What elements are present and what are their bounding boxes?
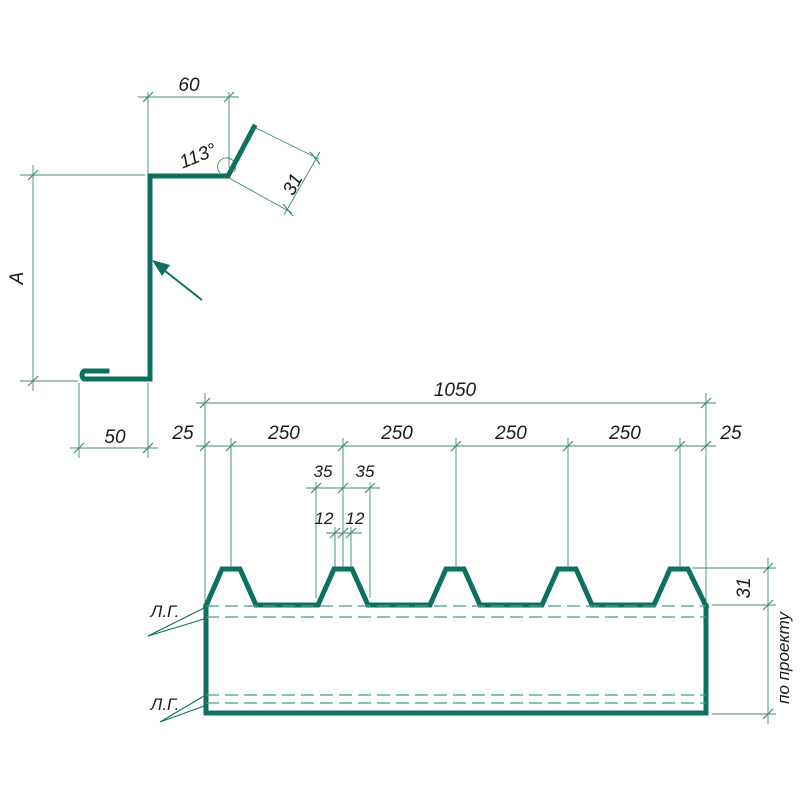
- dim-pitch-label-1: 250: [267, 423, 300, 444]
- dim-half-left-label: 35: [314, 462, 333, 481]
- dim-edge-left-label: 25: [171, 423, 194, 444]
- marker-bottom-label: Л.Г.: [150, 695, 180, 714]
- dim-lip-length-label: 31: [279, 170, 307, 199]
- dim-lip-length: 31: [228, 127, 321, 217]
- sheet-top-profile: [202, 566, 710, 610]
- dim-height: A: [7, 165, 145, 391]
- dim-half-right-label: 35: [356, 462, 375, 481]
- dim-total-width-label: 1050: [434, 380, 477, 401]
- dim-rib-height: 31 по проекту: [692, 558, 793, 724]
- dim-top-width: 60: [138, 75, 239, 175]
- dim-pitch-label-4: 250: [608, 423, 641, 444]
- dim-pitch-label-3: 250: [494, 423, 527, 444]
- surface-arrow: [152, 260, 203, 301]
- flashing-drawing: 60 113° 31 A: [7, 75, 321, 458]
- dim-trapezoid-halves: 35 35: [306, 462, 380, 598]
- dim-crest-left-label: 12: [315, 509, 334, 528]
- dim-height-note-label: по проекту: [774, 611, 793, 704]
- marker-top-label: Л.Г.: [150, 602, 180, 621]
- dim-crest-right-label: 12: [346, 509, 365, 528]
- dim-top-width-label: 60: [178, 75, 200, 96]
- dim-pitch-row: 25 250 250 250 250 25: [171, 423, 742, 568]
- dim-angle-label: 113°: [177, 139, 220, 173]
- dim-bottom-width-label: 50: [104, 427, 126, 448]
- dim-rib-height-label: 31: [734, 577, 755, 598]
- dim-crest: 12 12: [315, 509, 365, 568]
- dim-height-label: A: [7, 272, 28, 286]
- marker-top: Л.Г.: [147, 602, 205, 637]
- dim-angle: 113°: [177, 139, 237, 174]
- dim-edge-right-label: 25: [719, 423, 742, 444]
- dim-bottom-width: 50: [70, 383, 158, 458]
- marker-bottom: Л.Г.: [150, 695, 205, 723]
- flashing-profile: [79, 123, 258, 382]
- dim-pitch-label-2: 250: [380, 423, 413, 444]
- sheet-drawing: 1050 25 250 250 250 250 25: [147, 380, 793, 724]
- dim-total-width: 1050: [196, 380, 716, 605]
